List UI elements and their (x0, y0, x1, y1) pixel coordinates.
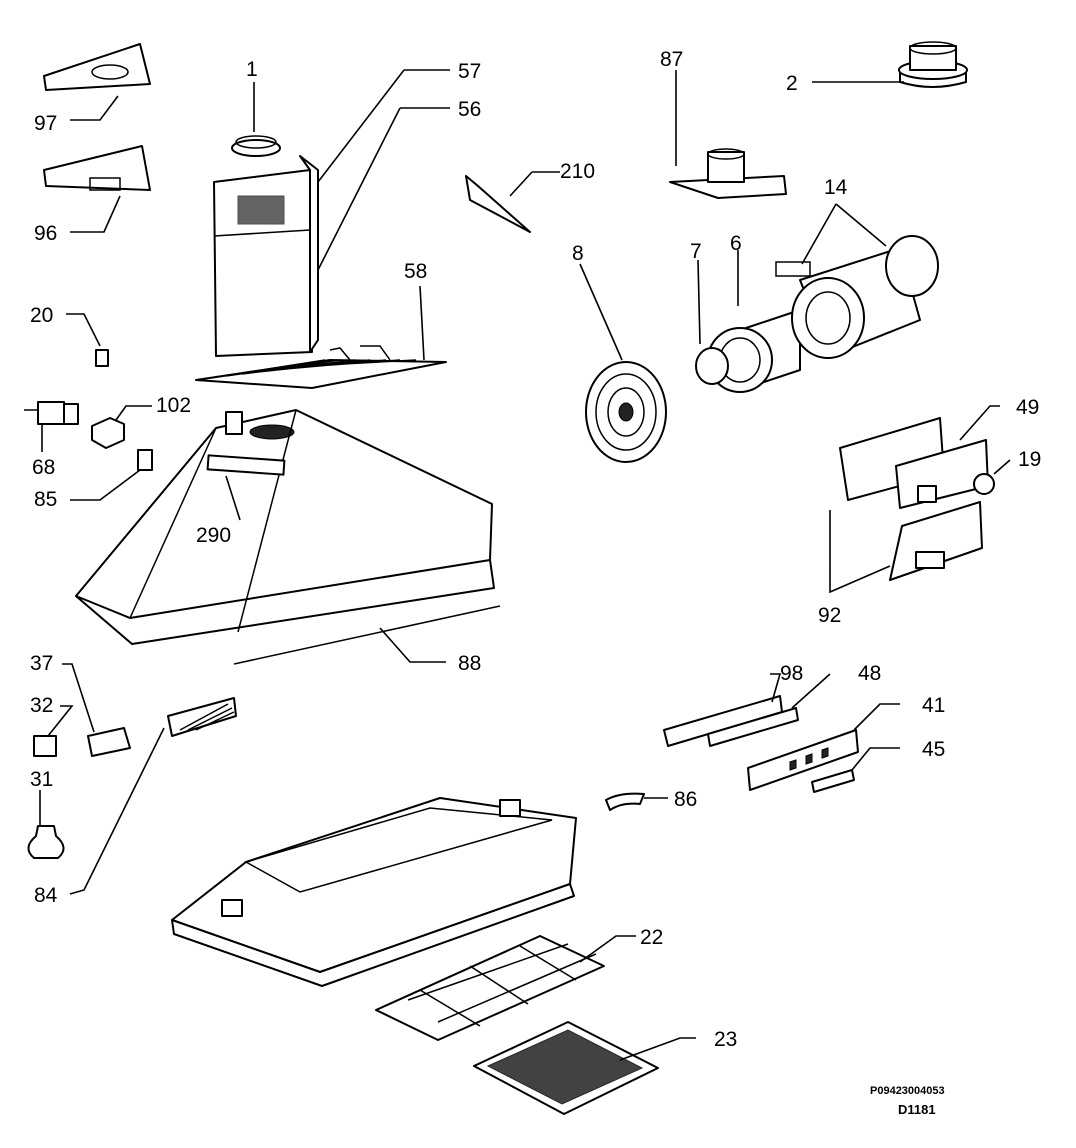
callout-48: 48 (858, 662, 881, 685)
callout-1: 1 (246, 58, 258, 81)
part-57-56-chimney (213, 155, 319, 357)
callout-290: 290 (196, 524, 231, 547)
part-1-collar (231, 135, 281, 157)
part-48-control-panel (707, 707, 799, 747)
callout-210: 210 (560, 160, 595, 183)
part-92-cover (889, 501, 983, 581)
part-97-corner-bracket (43, 43, 151, 91)
callout-20: 20 (30, 304, 53, 327)
callout-97: 97 (34, 112, 57, 135)
part-2-adaptor (898, 41, 968, 88)
part-20-clip (95, 349, 109, 367)
part-45-buttons (811, 769, 855, 793)
part-85-plate (137, 449, 153, 471)
part-31-bulb (27, 825, 65, 859)
callout-49: 49 (1016, 396, 1039, 419)
part-87-base-plate (669, 148, 787, 199)
drawing-code: D1181 (898, 1102, 936, 1117)
callout-68: 68 (32, 456, 55, 479)
part-210-wedge (465, 175, 531, 233)
part-lower-hood (171, 797, 577, 987)
part-23-carbon-filter (473, 1021, 659, 1115)
callout-6: 6 (730, 232, 742, 255)
callout-7: 7 (690, 240, 702, 263)
callout-87: 87 (660, 48, 683, 71)
callout-32: 32 (30, 694, 53, 717)
callout-45: 45 (922, 738, 945, 761)
callout-8: 8 (572, 242, 584, 265)
callout-41: 41 (922, 694, 945, 717)
callout-14: 14 (824, 176, 848, 199)
part-6-7-motor-impeller (695, 309, 801, 393)
callout-23: 23 (714, 1028, 737, 1051)
callout-96: 96 (34, 222, 57, 245)
callout-22: 22 (640, 926, 663, 949)
callout-92: 92 (818, 604, 841, 627)
part-88-hood-body (75, 409, 501, 665)
part-19-capacitor (973, 473, 995, 495)
part-84-light-cover (167, 697, 237, 737)
callout-19: 19 (1018, 448, 1041, 471)
part-41-button-strip (747, 729, 859, 791)
callout-56: 56 (458, 98, 481, 121)
callout-31: 31 (30, 768, 53, 791)
part-14-fan-housing (775, 235, 939, 359)
part-32-lamp-holder (33, 735, 57, 757)
callout-58: 58 (404, 260, 427, 283)
callout-84: 84 (34, 884, 58, 907)
callout-85: 85 (34, 488, 57, 511)
part-68-switch (24, 401, 79, 425)
callout-98: 98 (780, 662, 803, 685)
callout-labels: 1 57 56 97 96 87 2 210 14 8 7 6 58 20 10… (30, 48, 1041, 1117)
leader-lines (39, 69, 1011, 1061)
callout-37: 37 (30, 652, 53, 675)
callout-57: 57 (458, 60, 481, 83)
callout-102: 102 (156, 394, 191, 417)
part-22-grease-filter (375, 935, 605, 1041)
document-id: P09423004053 (870, 1085, 945, 1097)
callout-88: 88 (458, 652, 481, 675)
part-49-control-box (839, 417, 989, 509)
callout-2: 2 (786, 72, 798, 95)
part-86-clip (605, 792, 645, 811)
part-37-block (87, 727, 131, 757)
callout-86: 86 (674, 788, 697, 811)
part-102-block (91, 417, 125, 449)
part-58-grille (195, 345, 447, 389)
part-8-fan-grille (585, 361, 667, 463)
part-96-corner-bracket (43, 145, 151, 191)
